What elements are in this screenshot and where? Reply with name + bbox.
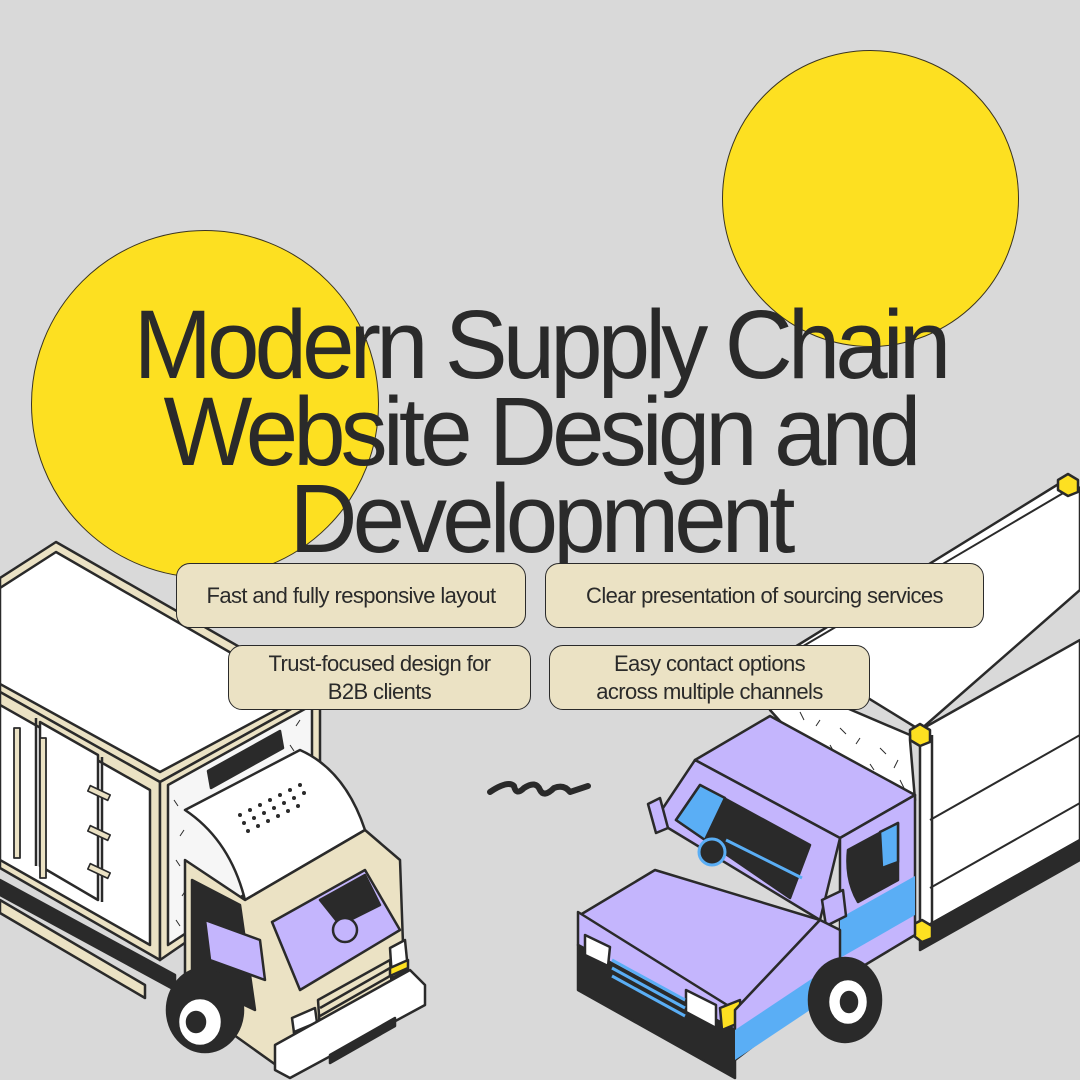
yellow-circle-right — [722, 50, 1019, 347]
title-line-1: Modern Supply Chain — [133, 289, 952, 399]
feature-label: Fast and fully responsive layout — [206, 582, 497, 608]
feature-pill-trust: Trust-focused design for B2B clients — [228, 645, 531, 710]
squiggle-decoration — [487, 781, 591, 797]
feature-label: Clear presentation of sourcing services — [586, 582, 944, 608]
page-title: Modern Supply Chain Website Design and D… — [16, 289, 1064, 573]
feature-pill-contact: Easy contact options across multiple cha… — [549, 645, 870, 710]
feature-label-line-2: B2B clients — [327, 678, 432, 704]
feature-pill-sourcing: Clear presentation of sourcing services — [545, 563, 984, 628]
feature-label: Easy contact options across multiple cha… — [596, 650, 823, 706]
feature-pill-responsive: Fast and fully responsive layout — [176, 563, 526, 628]
title-line-3: Development — [289, 463, 795, 573]
feature-label-line-1: Easy contact options — [613, 650, 806, 676]
feature-label-line-1: Trust-focused design for — [268, 650, 491, 676]
title-line-2: Website Design and — [163, 376, 921, 486]
feature-label-line-2: across multiple channels — [596, 678, 823, 704]
yellow-circle-left — [31, 230, 379, 578]
feature-label: Trust-focused design for B2B clients — [268, 650, 491, 706]
